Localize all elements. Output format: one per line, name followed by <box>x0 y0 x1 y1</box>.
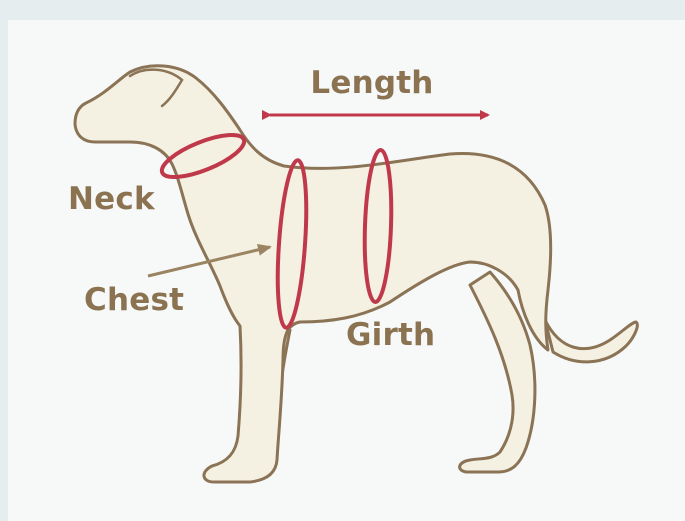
tail <box>545 320 637 362</box>
length-label: Length <box>310 65 433 101</box>
dog-body <box>75 66 551 482</box>
neck-label: Neck <box>68 181 156 217</box>
girth-label: Girth <box>346 317 435 353</box>
chest-label: Chest <box>84 282 184 318</box>
